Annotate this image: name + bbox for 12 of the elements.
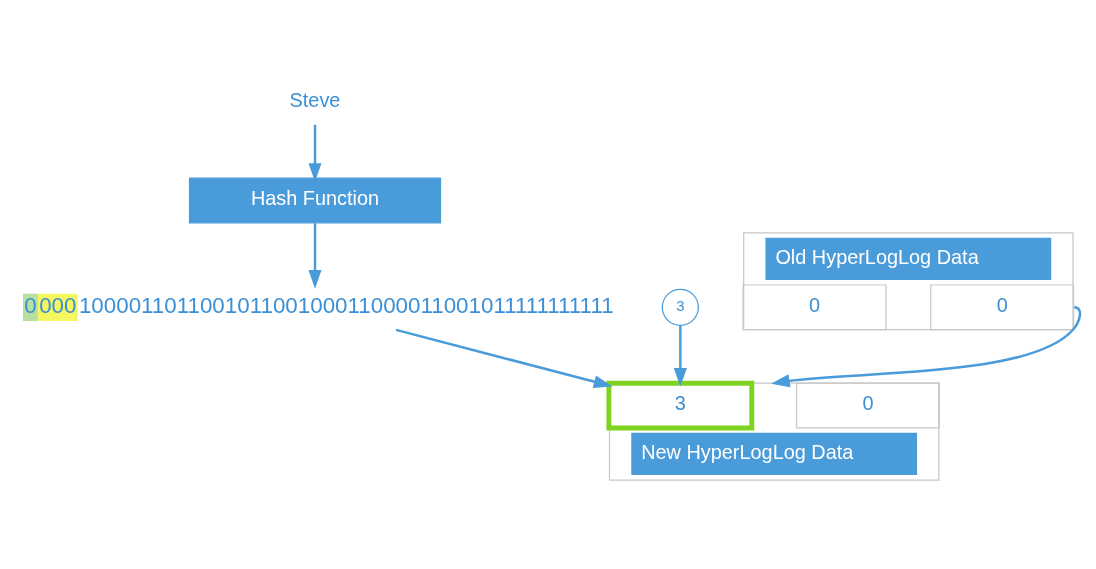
node-box: 3	[606, 380, 755, 430]
node-box: 0	[742, 283, 887, 330]
node-label: 100001101100101100100011000011001011111111111	[78, 292, 614, 318]
arrow	[308, 222, 322, 289]
arrow	[308, 124, 322, 182]
node-circle: 3	[661, 288, 699, 326]
node-box: Hash Function	[188, 177, 442, 223]
arrow	[395, 328, 613, 388]
node-box: 0	[795, 382, 941, 428]
arrow	[673, 325, 687, 387]
node-box: 0	[930, 283, 1075, 330]
node-text: Steve	[289, 88, 341, 111]
